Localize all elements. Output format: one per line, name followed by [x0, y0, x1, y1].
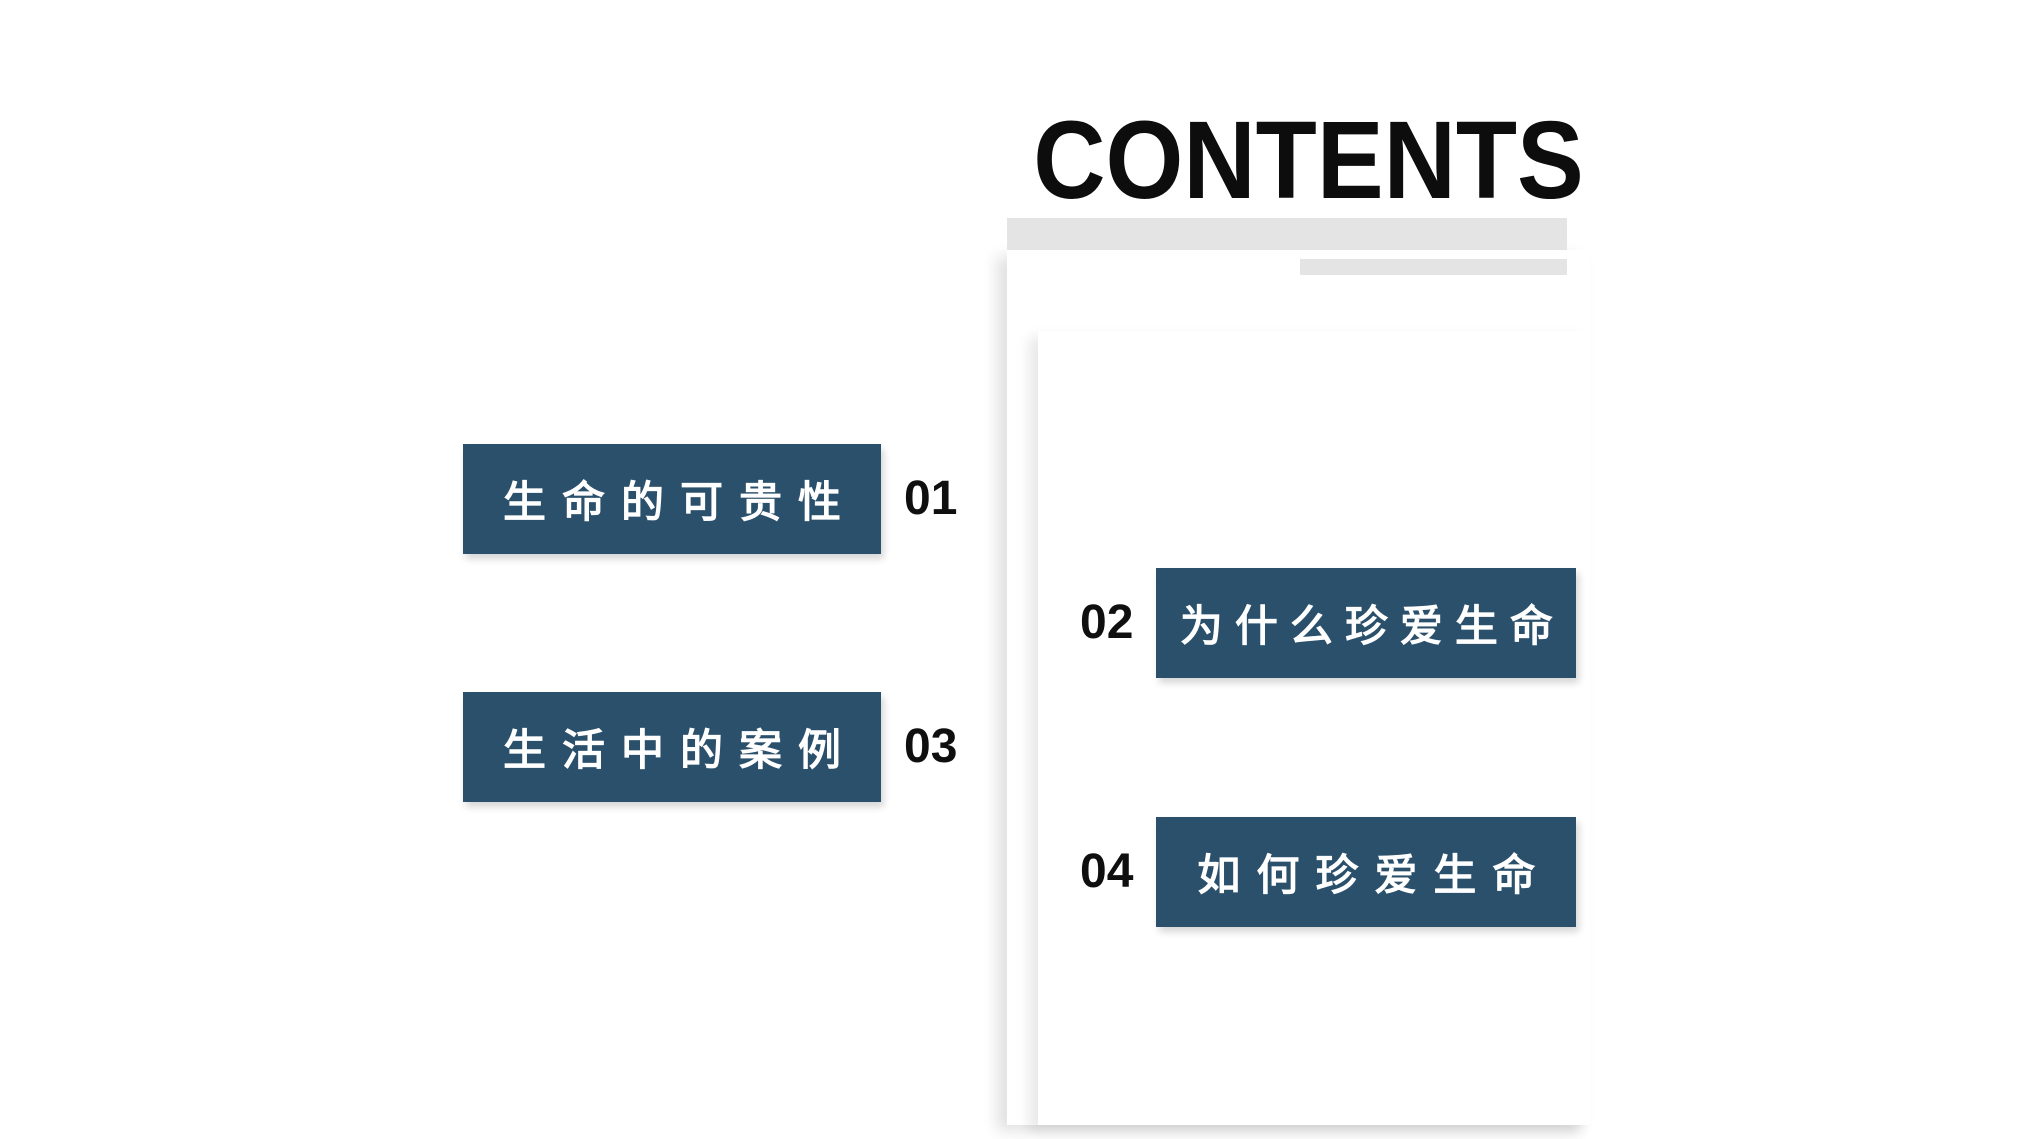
toc-item-2: 02 为什么珍爱生命: [1080, 568, 1577, 678]
toc-item-3-number: 03: [904, 720, 958, 773]
toc-item-2-number: 02: [1080, 596, 1134, 649]
page-title: CONTENTS: [1033, 99, 1584, 222]
toc-item-2-box[interactable]: 为什么珍爱生命: [1156, 568, 1577, 678]
title-underline-bar: [1007, 218, 1567, 250]
toc-item-1: 生命的可贵性 01: [463, 444, 957, 554]
content-panel-front: [1038, 331, 1590, 1125]
toc-item-3-box[interactable]: 生活中的案例: [463, 692, 881, 802]
toc-item-4-box[interactable]: 如何珍爱生命: [1156, 817, 1577, 927]
toc-item-3: 生活中的案例 03: [463, 692, 957, 802]
toc-item-1-number: 01: [904, 472, 958, 525]
toc-item-4: 04 如何珍爱生命: [1080, 817, 1577, 927]
title-underline-bar-small: [1300, 259, 1567, 275]
toc-item-1-box[interactable]: 生命的可贵性: [463, 444, 881, 554]
toc-item-4-number: 04: [1080, 845, 1134, 898]
